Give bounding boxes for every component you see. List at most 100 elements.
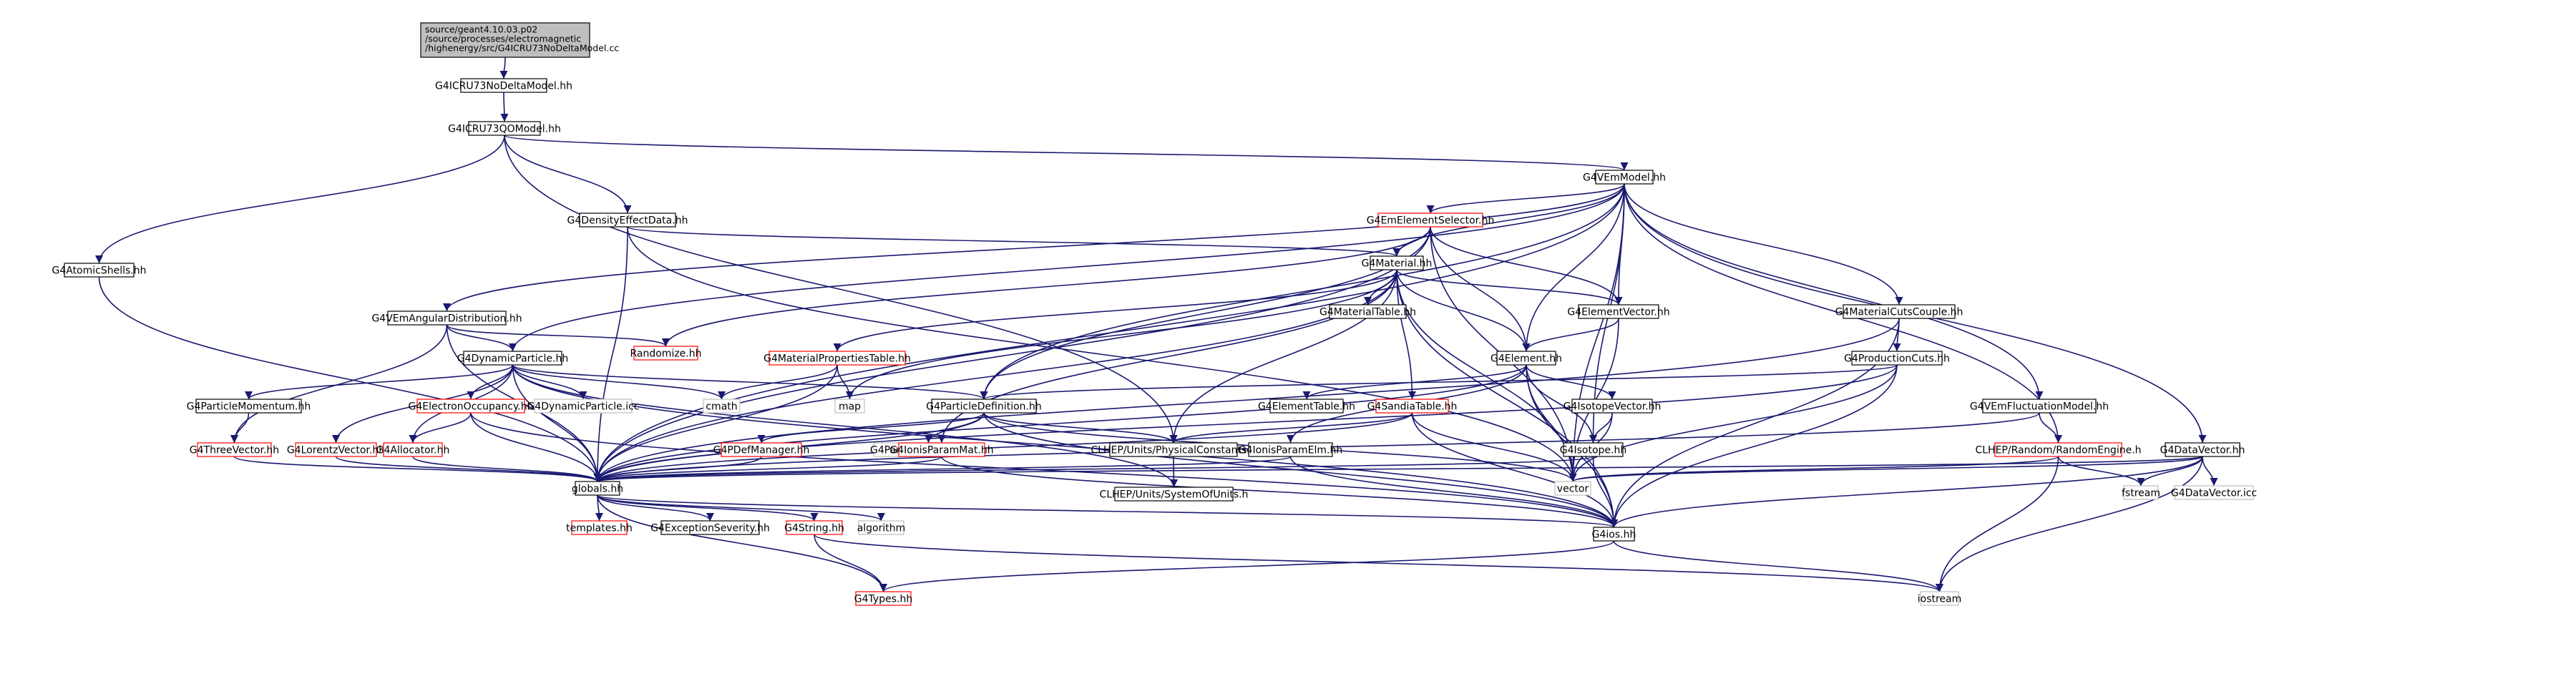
node-label: G4String.hh (784, 523, 844, 534)
node-box (1377, 212, 1483, 228)
node-label: G4Element.hh (1491, 353, 1562, 365)
file-node-g4threevector-hh[interactable]: G4ThreeVector.hh (190, 442, 279, 457)
edge-g4icru73qomodel-hh-to-g4densityeffectdata-hh (504, 135, 632, 214)
node-label: G4PDefManager.hh (713, 445, 810, 456)
file-node-g4ionisparamelm-hh[interactable]: G4IonisParamElm.hh (1239, 442, 1342, 457)
file-node-vector[interactable]: vector (1554, 481, 1591, 496)
edge-g4dynamicparticle-hh-to-g4particlemomentum-hh (245, 364, 514, 400)
edge-g4icru73qomodel-hh-to-clhep-units-physicalconstants-h (504, 135, 1178, 444)
file-node-g4isotopevector-hh[interactable]: G4IsotopeVector.hh (1563, 399, 1662, 414)
file-node-templates-hh[interactable]: templates.hh (566, 520, 633, 535)
edge-g4densityeffectdata-hh-to-vector (627, 226, 1577, 482)
edge-g4elementvector-hh-to-g4element-hh (1522, 318, 1619, 352)
file-node-g4pdefmanager-hh[interactable]: G4PDefManager.hh (713, 442, 810, 457)
file-node-iostream[interactable]: iostream (1918, 591, 1962, 606)
file-node-g4materialtable-hh[interactable]: G4MaterialTable.hh (1319, 304, 1416, 319)
edge-g4ionisparamelm-hh-to-globals-hh (594, 456, 1292, 482)
node-box (858, 520, 904, 535)
file-node-clhep-units-systemofunits-h[interactable]: CLHEP/Units/SystemOfUnits.h (1100, 487, 1249, 502)
file-node-g4exceptionseverity-hh[interactable]: G4ExceptionSeverity.hh (650, 520, 770, 535)
node-box (1843, 304, 1956, 319)
file-node-g4dynamicparticle-icc[interactable]: G4DynamicParticle.icc (527, 399, 640, 414)
edge-g4dynamicparticle-hh-to-globals-hh (512, 364, 602, 482)
file-node-g4string-hh[interactable]: G4String.hh (784, 520, 844, 535)
node-label: CLHEP/Random/RandomEngine.h (1975, 445, 2141, 456)
edge-g4material-hh-to-g4ios-hh (1396, 269, 1618, 528)
file-node-g4isotope-hh[interactable]: G4Isotope.hh (1560, 442, 1627, 457)
edge-g4material-hh-to-g4ionisparammat-hh (937, 269, 1397, 444)
file-node-randomize-hh[interactable]: Randomize.hh (630, 346, 702, 361)
file-node-g4sandiatable-hh[interactable]: G4SandiaTable.hh (1367, 399, 1458, 414)
edge-g4element-hh-to-globals-hh (593, 364, 1527, 482)
node-label: G4LorentzVector.hh (287, 445, 385, 456)
edge-g4material-hh-to-g4elementvector-hh (1396, 269, 1623, 306)
file-node-g4productioncuts-hh[interactable]: G4ProductionCuts.hh (1844, 351, 1950, 366)
file-node-map[interactable]: map (834, 399, 865, 414)
file-node-g4atomicshells-hh[interactable]: G4AtomicShells.hh (52, 263, 147, 278)
node-box (1571, 399, 1653, 414)
node-box (579, 212, 676, 228)
file-node-g4densityeffectdata-hh[interactable]: G4DensityEffectData.hh (567, 212, 688, 228)
file-node-g4material-hh[interactable]: G4Material.hh (1362, 255, 1433, 270)
edge-g4sandiatable-hh-to-clhep-units-physicalconstants-h (1169, 412, 1413, 444)
node-box (931, 399, 1037, 414)
file-node-g4allocator-hh[interactable]: G4Allocator.hh (376, 442, 450, 457)
file-node-g4particledefinition-hh[interactable]: G4ParticleDefinition.hh (926, 399, 1042, 414)
file-node-g4vemmodel-hh[interactable]: G4VEmModel.hh (1583, 170, 1666, 185)
file-node-g4icru73qomodel-hh[interactable]: G4ICRU73QOModel.hh (448, 121, 561, 136)
node-box (575, 481, 620, 496)
edge-g4string-hh-to-iostream (814, 534, 1943, 592)
file-node-g4icru73nodeltamodel-hh[interactable]: G4ICRU73NoDeltaModel.hh (435, 78, 572, 93)
node-box (1370, 255, 1424, 270)
node-label: G4Isotope.hh (1560, 445, 1627, 456)
node-box (197, 442, 272, 457)
edge-g4productioncuts-hh-to-g4ios-hh (1610, 364, 1898, 528)
edge-globals-hh-to-g4ios-hh (597, 494, 1618, 528)
file-node-g4elementvector-hh[interactable]: G4ElementVector.hh (1567, 304, 1670, 319)
edge-g4electronoccupancy-hh-to-g4allocator-hh (409, 412, 472, 444)
file-node-clhep-random-randomengine-h[interactable]: CLHEP/Random/RandomEngine.h (1975, 442, 2142, 457)
node-box (64, 263, 135, 278)
node-label: G4Types.hh (854, 594, 912, 605)
edge-g4dynamicparticle-hh-to-g4ios-hh (512, 364, 1618, 528)
file-node-g4types-hh[interactable]: G4Types.hh (854, 591, 912, 606)
node-box (786, 520, 843, 535)
file-node-clhep-units-physicalconstants-h[interactable]: CLHEP/Units/PhysicalConstants.h (1091, 442, 1257, 457)
edge-g4emelementselector-hh-to-globals-hh (593, 226, 1431, 482)
edge-g4densityeffectdata-hh-to-globals-hh (593, 226, 628, 482)
edge-g4dynamicparticle-hh-to-g4electronoccupancy-hh (467, 364, 514, 400)
edge-g4ios-hh-to-g4types-hh (879, 540, 1615, 592)
file-node-g4elementtable-hh[interactable]: G4ElementTable.hh (1258, 399, 1355, 414)
file-node-g4electronoccupancy-hh[interactable]: G4ElectronOccupancy.hh (409, 399, 534, 414)
file-node-g4element-hh[interactable]: G4Element.hh (1491, 351, 1562, 366)
file-node-g4datavector-hh[interactable]: G4DataVector.hh (2160, 442, 2245, 457)
file-node-g4emelementselector-hh[interactable]: G4EmElementSelector.hh (1367, 212, 1495, 228)
node-label: G4IonisParamMat.hh (889, 445, 993, 456)
edge-g4ios-hh-to-iostream (1613, 540, 1943, 592)
file-node-cmath[interactable]: cmath (703, 399, 741, 414)
file-node-g4materialpropertiestable-hh[interactable]: G4MaterialPropertiesTable.hh (763, 351, 911, 366)
edge-g4atomicshells-hh-to-globals-hh (98, 276, 602, 482)
file-node-g4lorentzvector-hh[interactable]: G4LorentzVector.hh (287, 442, 385, 457)
edge-g4material-hh-to-map (846, 269, 1397, 400)
node-box (2165, 442, 2240, 457)
file-node-g4ionisparammat-hh[interactable]: G4IonisParamMat.hh (889, 442, 994, 457)
node-label: G4VEmModel.hh (1583, 172, 1666, 184)
edge-g4vemmodel-hh-to-vector (1568, 183, 1625, 482)
file-node-g4particlemomentum-hh[interactable]: G4ParticleMomentum.hh (187, 399, 311, 414)
file-node-fstream[interactable]: fstream (2122, 485, 2160, 500)
root-file-node: source/geant4.10.03.p02/source/processes… (420, 22, 619, 58)
file-node-g4vemfluctuationmodel-hh[interactable]: G4VEmFluctuationModel.hh (1970, 399, 2109, 414)
file-node-globals-hh[interactable]: globals.hh (572, 481, 623, 496)
file-node-g4materialcutscouple-hh[interactable]: G4MaterialCutsCouple.hh (1835, 304, 1963, 319)
file-node-g4dynamicparticle-hh[interactable]: G4DynamicParticle.hh (457, 351, 568, 366)
node-box (898, 442, 985, 457)
file-node-g4datavector-icc[interactable]: G4DataVector.icc (2171, 485, 2257, 500)
node-box (1982, 399, 2097, 414)
edge-g4vemmodel-hh-to-g4materialcutscouple-hh (1624, 183, 1903, 306)
edge-g4datavector-hh-to-globals-hh (594, 456, 2203, 482)
file-node-g4vemangulardistribution-hh[interactable]: G4VEmAngularDistribution.hh (371, 311, 522, 326)
file-node-g4ios-hh[interactable]: G4ios.hh (1592, 527, 1636, 542)
file-node-algorithm[interactable]: algorithm (857, 520, 906, 535)
node-label: cmath (706, 401, 737, 413)
